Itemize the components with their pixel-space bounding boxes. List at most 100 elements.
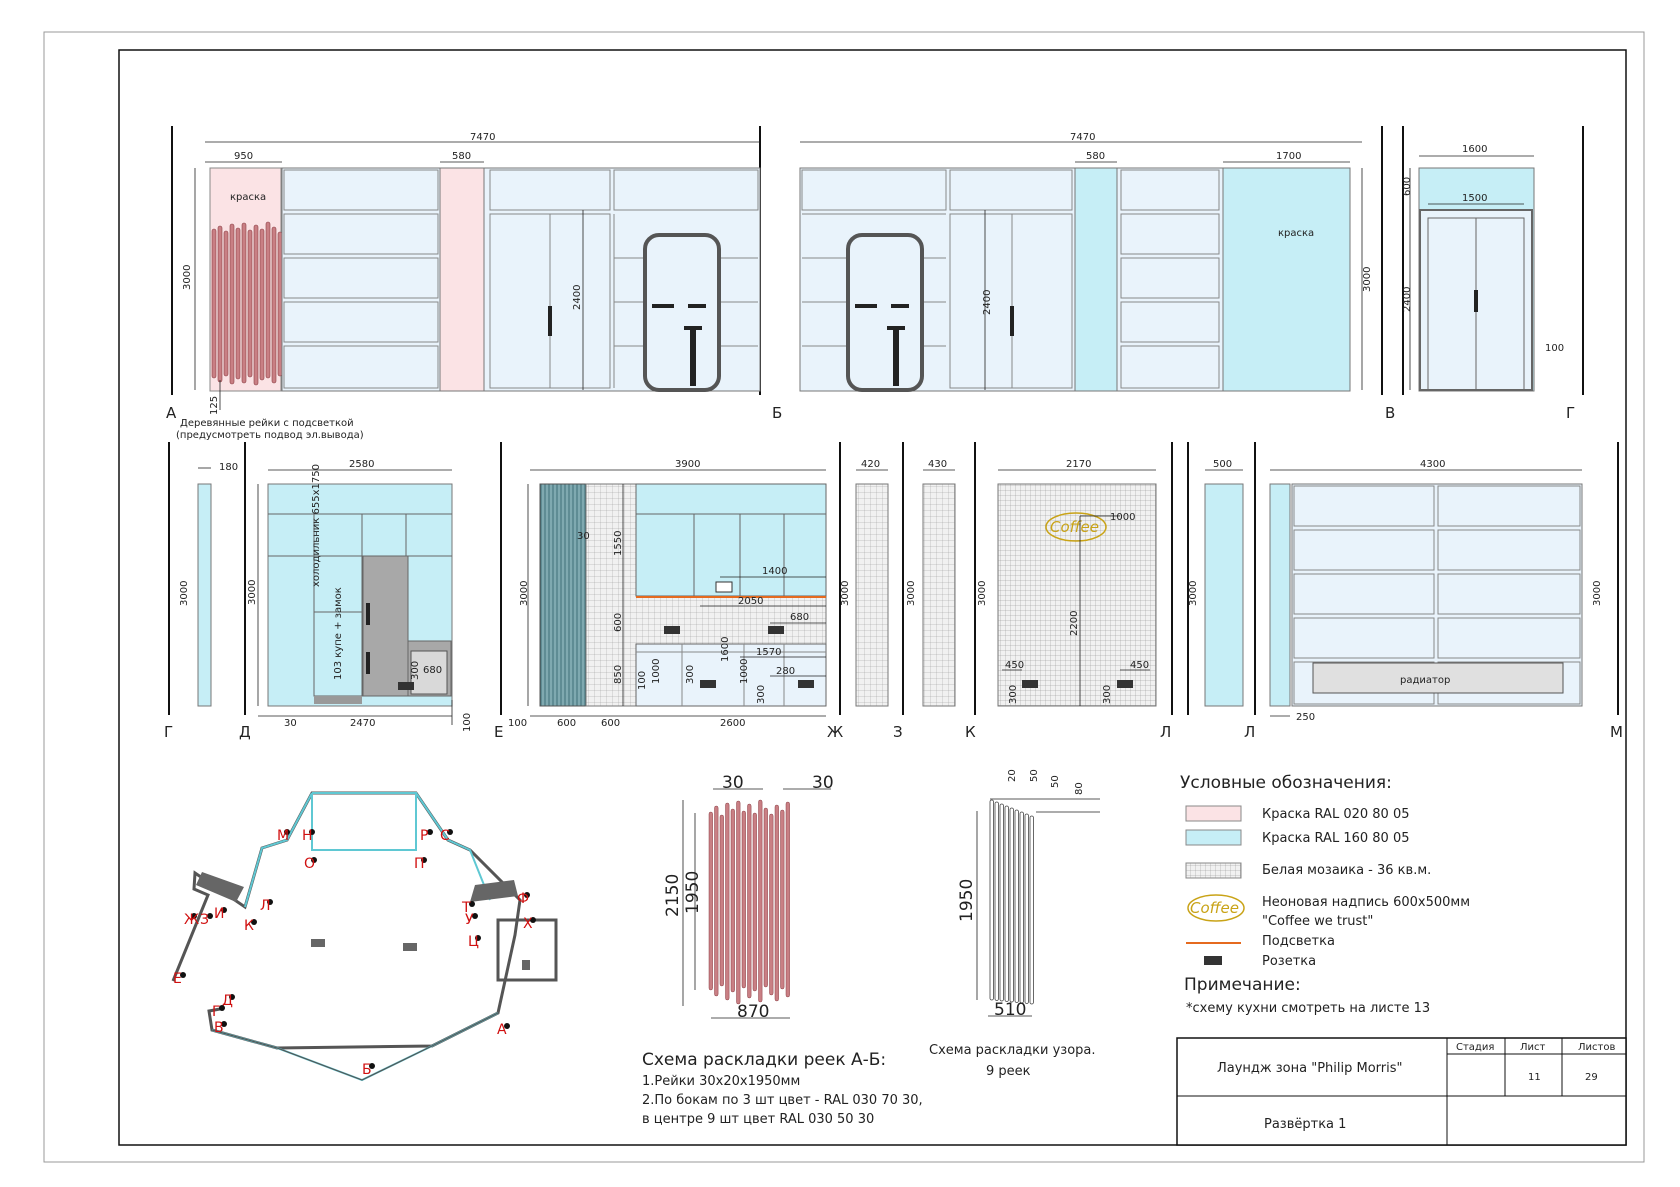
legend-neon-icon: Coffee xyxy=(1187,894,1245,922)
dim-1000-e2: 1000 xyxy=(739,659,750,684)
pattern-slat xyxy=(999,803,1004,1002)
slat xyxy=(217,225,223,383)
plan-letter: Е xyxy=(173,971,182,987)
dim-100-e: 100 xyxy=(637,671,648,690)
slat xyxy=(247,229,253,378)
dim-30-s2: 30 xyxy=(812,773,834,793)
plan-node xyxy=(180,972,186,978)
dim-1500: 1500 xyxy=(1462,193,1487,204)
phone-booth-a xyxy=(643,233,721,392)
dim-300-i1: 300 xyxy=(1008,685,1019,704)
dim-600: 600 xyxy=(1402,177,1413,196)
plan-letter: Х xyxy=(523,916,533,932)
pattern-slat xyxy=(1029,815,1034,1005)
svg-text:Coffee: Coffee xyxy=(1190,899,1239,917)
scheme-slat xyxy=(758,799,763,1003)
label-Zh: Ж xyxy=(827,723,843,741)
label-I: К xyxy=(965,723,976,741)
label-B: Б xyxy=(772,404,782,422)
plan-node xyxy=(219,1005,225,1011)
dim-100-d: 100 xyxy=(462,713,473,732)
cyan-column xyxy=(1074,167,1118,392)
plan-letter: И xyxy=(214,906,224,922)
plan-node xyxy=(251,919,257,925)
label-L: Л xyxy=(1244,723,1255,741)
scheme-slat xyxy=(752,812,757,992)
legend-item-5: "Coffee we trust" xyxy=(1262,914,1373,929)
dim-3000-a: 3000 xyxy=(182,265,193,290)
dim-50-a: 50 xyxy=(1029,769,1040,782)
plan-letter: Д xyxy=(222,993,233,1009)
dim-580-b: 580 xyxy=(1086,151,1105,162)
dim-2400-b: 2400 xyxy=(982,290,993,315)
dim-600-e: 600 xyxy=(613,613,624,632)
plan-node xyxy=(207,913,213,919)
slat xyxy=(211,228,217,379)
slat xyxy=(235,227,241,380)
plan-letter: Р xyxy=(420,828,428,844)
elevation-v-g: 1600 1500 600 2400 100 Г xyxy=(1402,126,1584,422)
slat xyxy=(265,221,271,379)
legend-item-3: Белая мозаика - 36 кв.м. xyxy=(1262,863,1431,878)
slat-note-1: Деревянные рейки с подсветкой xyxy=(180,418,354,429)
elevation-k-l: 500 3000 Л xyxy=(1187,442,1255,741)
dim-2400-a: 2400 xyxy=(572,285,583,310)
sheet-header: Лист xyxy=(1520,1042,1546,1053)
phone-booth-b xyxy=(846,233,924,392)
scheme-slat xyxy=(769,813,774,996)
plan-letter: К xyxy=(244,918,254,934)
legend-item-1: Краска RAL 020 80 05 xyxy=(1262,807,1409,822)
scheme-line-2: 2.По бокам по 3 шт цвет - RAL 030 70 30, xyxy=(642,1093,923,1108)
slat xyxy=(253,224,259,386)
dim-1950-s: 1950 xyxy=(683,871,703,914)
pattern-subtitle: 9 реек xyxy=(986,1064,1031,1079)
dim-300-d: 300 xyxy=(410,661,421,680)
plan-node xyxy=(447,829,453,835)
plan-node xyxy=(524,892,530,898)
sheet-number: 11 xyxy=(1528,1072,1541,1083)
scheme-slat xyxy=(736,800,741,1005)
dim-50-b: 50 xyxy=(1050,775,1061,788)
dim-580-a: 580 xyxy=(452,151,471,162)
plan-node xyxy=(504,1023,510,1029)
elevation-g-g: 180 3000 Г xyxy=(164,442,246,741)
socket-icon-6 xyxy=(1022,680,1038,688)
dim-300-e2: 300 xyxy=(756,685,767,704)
dim-250: 250 xyxy=(1296,712,1315,723)
sheets-count: 29 xyxy=(1585,1072,1598,1083)
dim-1000-i: 1000 xyxy=(1110,512,1135,523)
scheme-slat xyxy=(714,805,719,997)
slat xyxy=(229,223,235,385)
pattern-slat xyxy=(1019,811,1024,1004)
scheme-slat xyxy=(747,803,752,999)
slat xyxy=(259,228,265,381)
label-K: Л xyxy=(1160,723,1171,741)
dim-450-a: 450 xyxy=(1005,660,1024,671)
paint-label-b: краска xyxy=(1278,228,1314,239)
dim-1000-e1: 1000 xyxy=(651,659,662,684)
socket-icon xyxy=(398,682,414,690)
label-A: А xyxy=(166,404,177,422)
dim-870: 870 xyxy=(737,1002,769,1022)
plan-letter: Т xyxy=(461,900,471,916)
dim-3000-b: 3000 xyxy=(1362,267,1373,292)
dim-3000-zh: 3000 xyxy=(840,581,851,606)
plan-node xyxy=(369,1063,375,1069)
elevation-e-zh: 3900 3000 30 1550 1400 2050 600 680 1600… xyxy=(494,442,843,741)
pattern-slat xyxy=(1024,813,1029,1004)
dim-3000-k: 3000 xyxy=(1188,581,1199,606)
radiator xyxy=(1312,662,1564,694)
scheme-slat xyxy=(725,802,730,1001)
dim-100-e-b: 100 xyxy=(508,718,527,729)
plan-node xyxy=(221,907,227,913)
legend: Условные обозначения: Краска RAL 020 80 … xyxy=(1180,773,1470,1016)
elevation-d-e: холодильник 655х1750 103 купе + замок 25… xyxy=(239,442,502,741)
slat xyxy=(277,231,283,377)
plan-letter: С xyxy=(440,828,450,844)
pattern-slat xyxy=(994,801,999,1001)
dim-1700: 1700 xyxy=(1276,151,1301,162)
socket-icon-4 xyxy=(798,680,814,688)
scheme-slat xyxy=(785,801,790,998)
plan-node xyxy=(427,829,433,835)
